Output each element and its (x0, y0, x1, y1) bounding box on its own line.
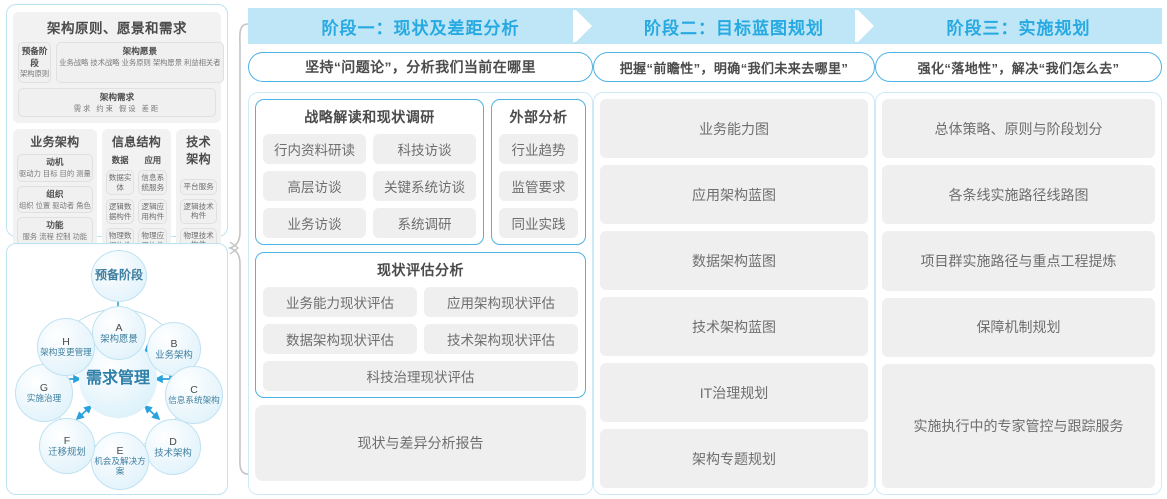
phase-2-banner-label: 阶段二：目标蓝图规划 (644, 18, 824, 38)
brace-connector (228, 23, 249, 475)
business-group-organization: 组织 组织 位置 驱动者 角色 (17, 185, 93, 214)
cycle-node-h[interactable]: H 架构变更管理 (37, 318, 95, 376)
architecture-requirement-box: 架构需求 需求 约束 假设 差距 (18, 88, 216, 118)
domain-technology-architecture: 技术架构 平台服务 逻辑技术构件 物理技术构件 (176, 129, 221, 259)
list-item[interactable]: 项目群实施路径与重点工程提炼 (882, 231, 1155, 291)
external-analysis-items: 行业趋势 监管要求 同业实践 (499, 134, 578, 238)
list-item[interactable]: 技术架构蓝图 (600, 297, 868, 356)
strategy-research-items: 行内资料研读 科技访谈 高层访谈 关键系统访谈 业务访谈 系统调研 (263, 134, 476, 238)
list-item[interactable]: 行内资料研读 (263, 134, 366, 164)
list-item[interactable]: 应用架构蓝图 (600, 165, 868, 224)
current-state-assessment-title: 现状评估分析 (377, 262, 464, 278)
vision-sub: 业务战略 技术战略 业务原则 架构愿景 利益相关者 (59, 57, 221, 67)
phase-3-banner: 阶段三：实施规划 (875, 8, 1162, 44)
cycle-node-c[interactable]: C 信息系统架构 (165, 366, 223, 424)
list-item[interactable]: 各条线实施路径线路图 (882, 165, 1155, 225)
list-item[interactable]: 数据架构蓝图 (600, 231, 868, 290)
external-analysis-title: 外部分析 (509, 109, 568, 125)
cycle-node-d[interactable]: D 技术架构 (145, 419, 201, 475)
list-item[interactable]: IT治理规划 (600, 363, 868, 422)
phase-1-chevron-icon (573, 8, 595, 44)
business-architecture-title: 业务架构 (30, 135, 80, 150)
cycle-node-e[interactable]: E 机会及解决方案 (91, 432, 149, 490)
list-item[interactable]: 高层访谈 (263, 171, 366, 201)
vision-title: 架构愿景 (122, 46, 158, 56)
phase-1-banner-label: 阶段一：现状及差距分析 (321, 18, 520, 38)
phase-1-banner: 阶段一：现状及差距分析 (248, 8, 593, 44)
phase-1-subtitle: 坚持“问题论”，分析我们当前在哪里 (248, 52, 593, 82)
preliminary-sub: 架构原则 (20, 69, 50, 79)
phase-1-subtitle-label: 坚持“问题论”，分析我们当前在哪里 (305, 59, 536, 75)
list-item[interactable]: 业务能力现状评估 (263, 287, 417, 317)
list-item[interactable]: 数据架构现状评估 (263, 324, 417, 354)
cycle-node-preliminary[interactable]: 预备阶段 (91, 250, 147, 302)
list-item[interactable]: 总体策略、原则与阶段划分 (882, 99, 1155, 159)
external-analysis-group: 外部分析 行业趋势 监管要求 同业实践 (491, 99, 586, 245)
domain-information-structure: 信息结构 数据 数据实体 逻辑数据构件 物理数据构件 应用 信息系统服务 逻辑应… (101, 129, 172, 259)
phase-2-subtitle-label: 把握“前瞻性”，明确“我们未来去哪里” (619, 60, 849, 76)
list-item[interactable]: 实施执行中的专家管控与跟踪服务 (882, 363, 1155, 489)
phase-3-body: 总体策略、原则与阶段划分 各条线实施路径线路图 项目群实施路径与重点工程提炼 保… (875, 92, 1162, 495)
list-item[interactable]: 科技治理现状评估 (263, 361, 578, 391)
adm-cycle-card: 预备阶段 需求管理 A 架构愿景 B 业务架构 C 信息系统架构 (6, 243, 228, 495)
left-column: 架构原则、愿景和需求 预备阶段 架构原则 架构愿景 业务战略 技术战略 业务原则… (6, 4, 234, 495)
domain-business-architecture: 业务架构 动机 驱动力 目标 目的 测量 组织 组织 位置 驱动者 角色 功能 (13, 129, 97, 259)
cycle-node-f[interactable]: F 迁移规划 (39, 418, 95, 474)
phase-2-items: 业务能力图 应用架构蓝图 数据架构蓝图 技术架构蓝图 IT治理规划 架构专题规划 (600, 99, 868, 488)
list-item[interactable]: 系统调研 (373, 208, 476, 238)
list-item[interactable]: 技术架构现状评估 (424, 324, 578, 354)
list-item[interactable]: 保障机制规划 (882, 297, 1155, 357)
technology-architecture-title: 技术架构 (186, 135, 211, 167)
preliminary-title: 预备阶段 (21, 46, 48, 68)
list-item[interactable]: 行业趋势 (499, 134, 578, 164)
phase-3-subtitle: 强化“落地性”，解决“我们怎么去” (875, 52, 1162, 82)
adm-cycle: 预备阶段 需求管理 A 架构愿景 B 业务架构 C 信息系统架构 (7, 244, 227, 494)
current-state-assessment-items: 业务能力现状评估 应用架构现状评估 数据架构现状评估 技术架构现状评估 科技治理… (263, 287, 578, 391)
gap-analysis-report-tile[interactable]: 现状与差异分析报告 (255, 405, 586, 481)
phase-3-subtitle-label: 强化“落地性”，解决“我们怎么去” (917, 60, 1120, 76)
architecture-principles-section: 架构原则、愿景和需求 预备阶段 架构原则 架构愿景 业务战略 技术战略 业务原则… (13, 12, 224, 124)
information-data-column: 数据 数据实体 逻辑数据构件 物理数据构件 (105, 154, 135, 254)
phase-2-banner: 阶段二：目标蓝图规划 (593, 8, 875, 44)
togaf-framework-card: 架构原则、愿景和需求 预备阶段 架构原则 架构愿景 业务战略 技术战略 业务原则… (6, 4, 228, 316)
list-item[interactable]: 监管要求 (499, 171, 578, 201)
framework-top-row: 预备阶段 架构原则 架构愿景 业务战略 技术战略 业务原则 架构愿景 利益相关者 (18, 42, 224, 84)
architecture-domains-row: 业务架构 动机 驱动力 目标 目的 测量 组织 组织 位置 驱动者 角色 功能 (13, 129, 221, 259)
preliminary-phase-box: 预备阶段 架构原则 (18, 42, 52, 84)
phase-2-body: 业务能力图 应用架构蓝图 数据架构蓝图 技术架构蓝图 IT治理规划 架构专题规划 (593, 92, 875, 495)
framework-title: 架构原则、愿景和需求 (47, 21, 187, 36)
business-group-motivation: 动机 驱动力 目标 目的 测量 (17, 154, 93, 182)
phase-2-chevron-icon (855, 8, 877, 44)
list-item[interactable]: 科技访谈 (373, 134, 476, 164)
phase-1-top-row: 战略解读和现状调研 行内资料研读 科技访谈 高层访谈 关键系统访谈 业务访谈 系… (255, 99, 586, 245)
phase-1-body: 战略解读和现状调研 行内资料研读 科技访谈 高层访谈 关键系统访谈 业务访谈 系… (248, 92, 593, 495)
list-item[interactable]: 架构专题规划 (600, 429, 868, 488)
list-item[interactable]: 同业实践 (499, 208, 578, 238)
information-structure-title: 信息结构 (111, 135, 162, 150)
phase-3-banner-label: 阶段三：实施规划 (946, 18, 1091, 38)
strategy-research-group: 战略解读和现状调研 行内资料研读 科技访谈 高层访谈 关键系统访谈 业务访谈 系… (255, 99, 484, 245)
list-item[interactable]: 关键系统访谈 (373, 171, 476, 201)
list-item[interactable]: 业务访谈 (263, 208, 366, 238)
requirement-sub: 需求 约束 假设 差距 (73, 103, 161, 113)
information-application-column: 应用 信息系统服务 逻辑应用构件 物理应用构件 (138, 154, 168, 254)
list-item[interactable]: 业务能力图 (600, 99, 868, 158)
list-item[interactable]: 应用架构现状评估 (424, 287, 578, 317)
cycle-node-a[interactable]: A 架构愿景 (92, 306, 146, 360)
requirement-title: 架构需求 (99, 92, 135, 103)
strategy-research-title: 战略解读和现状调研 (304, 109, 435, 125)
phase-2-subtitle: 把握“前瞻性”，明确“我们未来去哪里” (593, 52, 875, 82)
architecture-vision-box: 架构愿景 业务战略 技术战略 业务原则 架构愿景 利益相关者 (56, 42, 224, 84)
business-group-function: 功能 服务 流程 控制 功能 (17, 217, 93, 245)
current-state-assessment-group: 现状评估分析 业务能力现状评估 应用架构现状评估 数据架构现状评估 技术架构现状… (255, 252, 586, 398)
phase-3-items: 总体策略、原则与阶段划分 各条线实施路径线路图 项目群实施路径与重点工程提炼 保… (882, 99, 1155, 489)
